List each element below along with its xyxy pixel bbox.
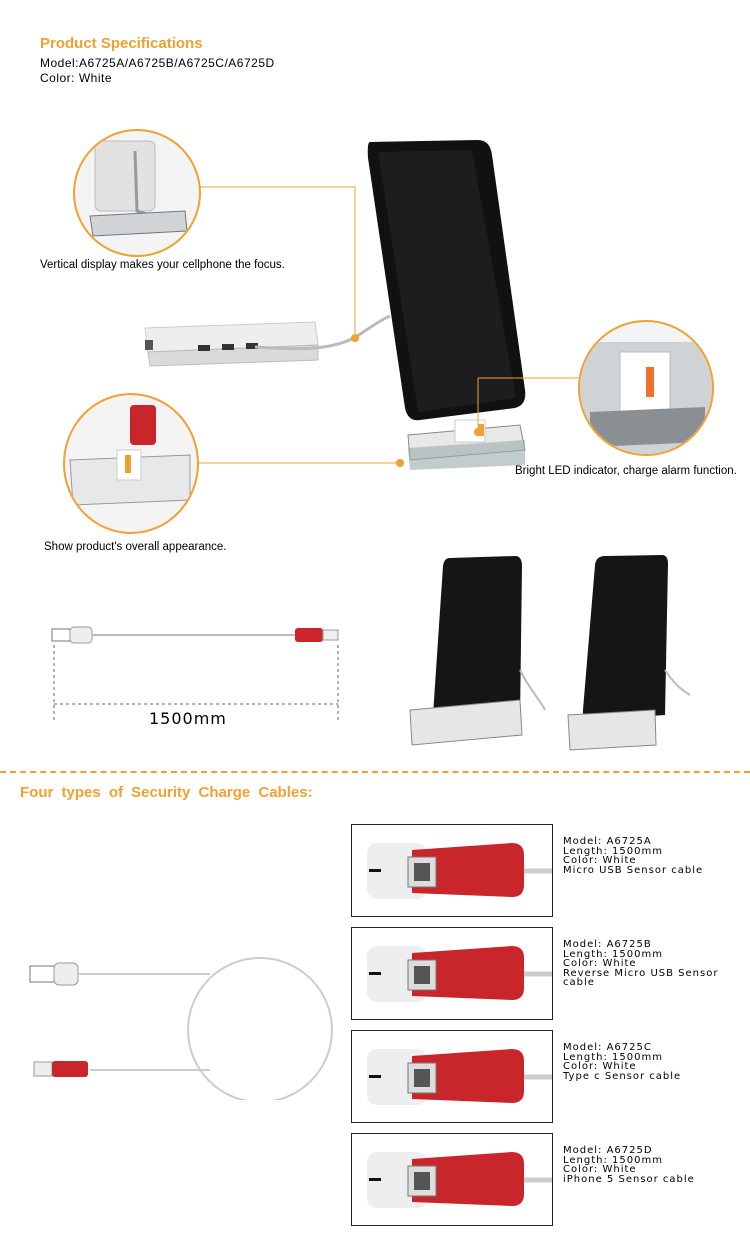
cable-spec-type: iPhone 5 Sensor cable (563, 1173, 695, 1185)
cable-spec-length: Length: 1500mm (563, 948, 663, 960)
model-line: Model:A6725A/A6725B/A6725C/A6725D (40, 56, 275, 70)
caption-vertical: Vertical display makes your cellphone th… (40, 259, 285, 271)
section-divider (0, 771, 750, 773)
page-title: Product Specifications (40, 35, 203, 52)
detail-circle-vertical (73, 129, 201, 257)
cable-4-image-box (351, 1133, 553, 1226)
cable-spec-model: Model: A6725D (563, 1145, 653, 1156)
detail-circle-overall (63, 393, 199, 534)
detail-circle-led (578, 320, 714, 456)
phone-on-stand-image (367, 140, 526, 470)
caption-overall: Show product's overall appearance. (44, 541, 227, 553)
two-phones-image (409, 555, 691, 751)
cable-3-image-box (351, 1030, 553, 1123)
cable-spec-color: Color: White (563, 958, 637, 969)
cable-spec-type: Type c Sensor cable (563, 1070, 682, 1082)
cable-spec-model: Model: A6725B (563, 939, 652, 950)
cable-length-label: 1500mm (149, 709, 227, 728)
cable-spec-color: Color: White (563, 1061, 637, 1072)
caption-led: Bright LED indicator, charge alarm funct… (515, 465, 737, 477)
cable-spec-color: Color: White (563, 855, 637, 866)
cable-spec-model: Model: A6725C (563, 1042, 652, 1053)
color-line: Color: White (40, 71, 113, 85)
cable-spec-length: Length: 1500mm (563, 845, 663, 857)
section-title: Four types of Security Charge Cables: (20, 784, 313, 801)
alarm-box-image (144, 314, 391, 367)
cable-2-image-box (351, 927, 553, 1020)
cable-spec-length: Length: 1500mm (563, 1051, 663, 1063)
cable-spec-color: Color: White (563, 1164, 637, 1175)
cable-spec-model: Model: A6725A (563, 836, 652, 847)
hero-illustration (144, 140, 580, 470)
cable-spec-type: Micro USB Sensor cable (563, 864, 704, 876)
cable-1-image-box (351, 824, 553, 917)
coiled-cable-image (29, 957, 333, 1100)
cable-length-diagram (51, 626, 339, 720)
cable-spec-length: Length: 1500mm (563, 1154, 663, 1166)
cable-spec-type: Reverse Micro USB Sensor cable (563, 967, 719, 988)
